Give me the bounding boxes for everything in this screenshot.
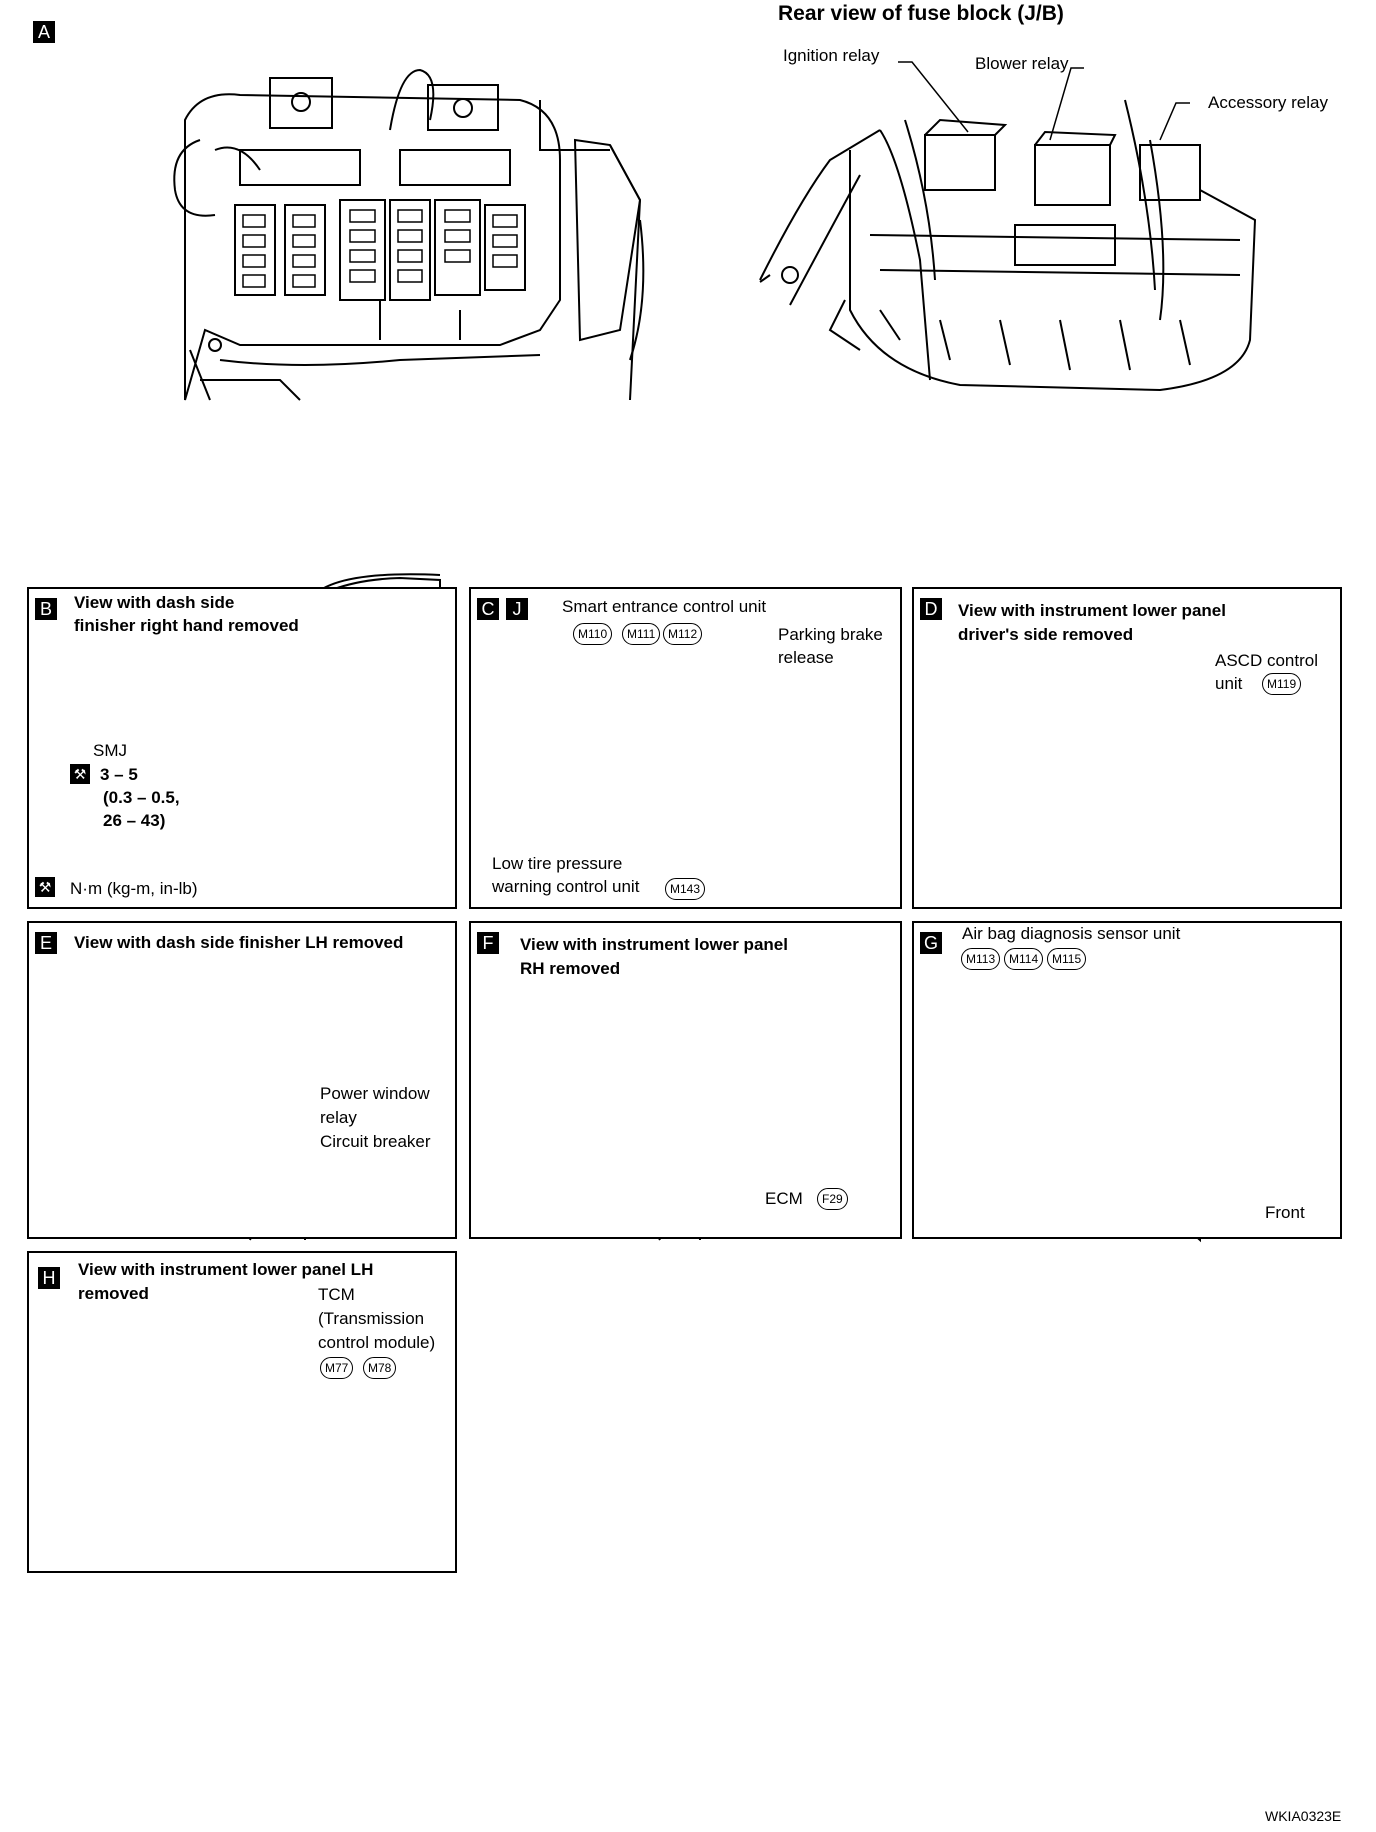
panel-g-title: Air bag diagnosis sensor unit: [962, 924, 1181, 943]
panel-a-title: Rear view of fuse block (J/B): [778, 2, 1064, 25]
panel-d: [912, 587, 1342, 909]
connector-m119: M119: [1262, 673, 1302, 695]
panel-h-title-line2: removed: [78, 1284, 149, 1303]
smj-label: SMJ: [93, 741, 127, 760]
leader-lines-a: [898, 61, 1190, 141]
connector-m111: M111: [622, 623, 661, 645]
fuse-block-front-drawing: [173, 68, 645, 401]
low-tire-line2: warning control unit: [492, 877, 640, 896]
panel-b-title-line2: finisher right hand removed: [74, 616, 299, 635]
panel-f-letter: F: [477, 932, 499, 954]
panel-h-title-line1: View with instrument lower panel LH: [78, 1260, 374, 1279]
ignition-relay-label: Ignition relay: [783, 46, 880, 65]
ascd-line1: ASCD control: [1215, 651, 1318, 670]
panel-d-letter: D: [920, 598, 942, 620]
panel-f-title-line2: RH removed: [520, 959, 621, 978]
units-label: N·m (kg-m, in-lb): [70, 879, 198, 898]
tcm-line2: (Transmission: [318, 1309, 425, 1328]
panel-j-letter: J: [506, 598, 528, 620]
blower-relay-label: Blower relay: [975, 54, 1069, 73]
panel-b-letter: B: [35, 598, 57, 620]
panel-c-letter: C: [477, 598, 499, 620]
panel-f-title-line1: View with instrument lower panel: [520, 935, 788, 954]
units-wrench-icon: ⚒: [35, 877, 55, 897]
fuse-block-rear-drawing: [759, 99, 1257, 392]
connector-m143: M143: [665, 878, 706, 900]
panel-b-title-line1: View with dash side: [74, 593, 235, 612]
low-tire-line1: Low tire pressure: [492, 854, 623, 873]
connector-m77: M77: [320, 1357, 354, 1379]
panel-d-title-line2: driver's side removed: [958, 625, 1134, 644]
panel-h: [27, 1251, 457, 1573]
connector-m114: M114: [1004, 948, 1044, 970]
power-window-line2: relay: [320, 1108, 357, 1127]
tcm-line3: control module): [318, 1333, 436, 1352]
panel-e-letter: E: [35, 932, 57, 954]
ascd-line2: unit: [1215, 674, 1243, 693]
panel-g: [912, 921, 1342, 1239]
connector-f29: F29: [817, 1188, 848, 1210]
front-label: Front: [1265, 1203, 1305, 1222]
torque-line3: 26 – 43): [103, 811, 166, 830]
parking-brake-line1: Parking brake: [778, 625, 883, 644]
tcm-line1: TCM: [318, 1285, 355, 1304]
ecm-label: ECM: [765, 1189, 803, 1208]
parking-brake-line2: release: [778, 648, 834, 667]
torque-line1: 3 – 5: [100, 765, 138, 784]
smart-entrance-label: Smart entrance control unit: [562, 597, 767, 616]
figure-code: WKIA0323E: [1265, 1808, 1342, 1824]
connector-m110: M110: [573, 623, 613, 645]
connector-m115: M115: [1047, 948, 1087, 970]
panel-g-letter: G: [920, 932, 942, 954]
torque-line2: (0.3 – 0.5,: [103, 788, 180, 807]
panel-a-letter: A: [33, 21, 55, 43]
panel-h-letter: H: [38, 1267, 60, 1289]
panel-e: [27, 921, 457, 1239]
panel-f: [469, 921, 902, 1239]
connector-m78: M78: [363, 1357, 397, 1379]
torque-wrench-icon: ⚒: [70, 764, 90, 784]
panel-e-title: View with dash side finisher LH removed: [74, 933, 404, 952]
panel-b: [27, 587, 457, 909]
fuse-block-fuses: [242, 209, 518, 288]
circuit-breaker-label: Circuit breaker: [320, 1132, 431, 1151]
power-window-line1: Power window: [320, 1084, 430, 1103]
connector-m112: M112: [663, 623, 703, 645]
panel-d-title-line1: View with instrument lower panel: [958, 601, 1226, 620]
connector-m113: M113: [961, 948, 1001, 970]
accessory-relay-label: Accessory relay: [1208, 93, 1328, 112]
